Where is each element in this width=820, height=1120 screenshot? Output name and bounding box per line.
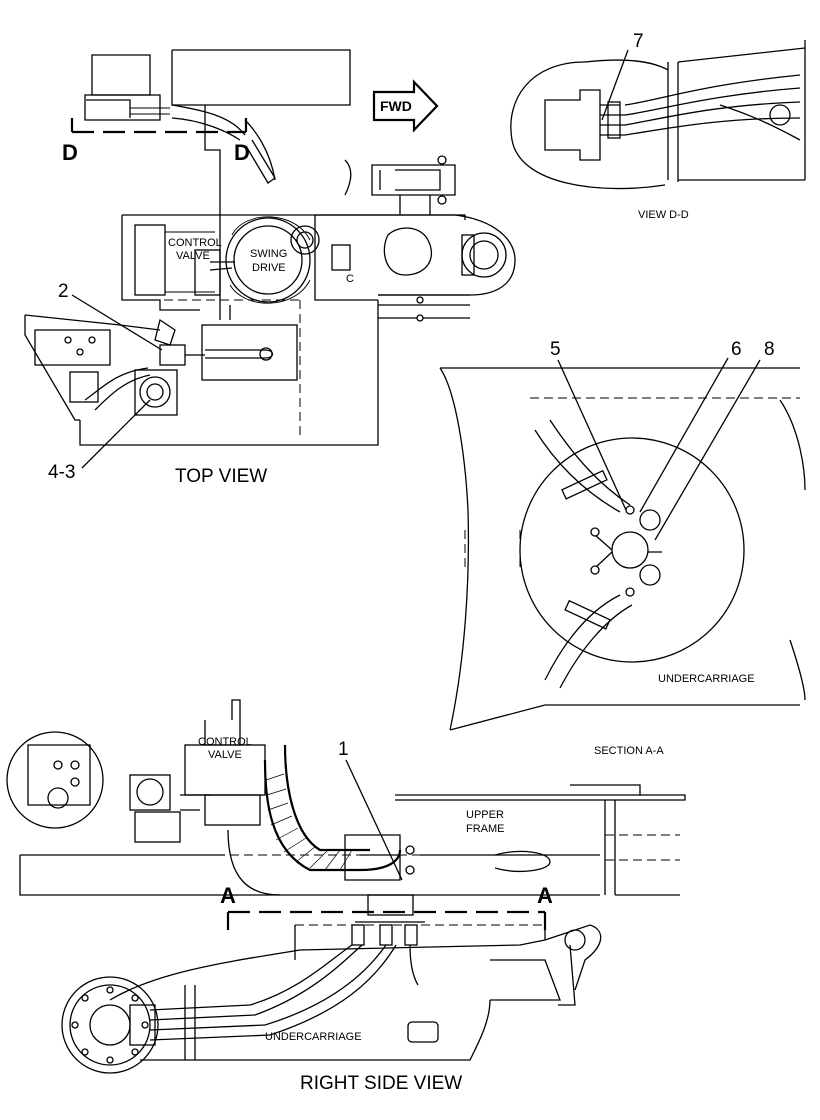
section-marker-a-left: A — [220, 883, 236, 908]
section-aa: 5 6 8 UNDERCARRIAGE SECTION A-A — [439, 339, 806, 757]
callout-5: 5 — [550, 339, 561, 360]
control-valve-side-label: CONTROL — [198, 736, 252, 748]
swing-drive-label: SWING — [250, 248, 287, 260]
undercarriage-section-label: UNDERCARRIAGE — [658, 673, 755, 685]
undercarriage-side-label: UNDERCARRIAGE — [265, 1031, 362, 1043]
section-marker-d-left: D — [62, 140, 78, 165]
control-valve-label-2: VALVE — [176, 250, 210, 262]
hose-hatching — [265, 773, 353, 871]
control-valve-side-label-2: VALVE — [208, 749, 242, 761]
callout-4-3: 4-3 — [48, 462, 75, 483]
section-marker-d-right: D — [234, 140, 250, 165]
section-marker-a-right: A — [537, 883, 553, 908]
swing-drive-label-2: DRIVE — [252, 262, 286, 274]
fwd-label: FWD — [380, 98, 412, 114]
callout-2: 2 — [58, 281, 69, 302]
section-aa-title: SECTION A-A — [594, 745, 664, 757]
view-dd: 7 VIEW D-D — [510, 31, 806, 221]
top-view: D D FWD SWIN — [24, 49, 516, 487]
callout-1: 1 — [338, 739, 349, 760]
top-c-label: C — [346, 273, 354, 285]
control-valve-label: CONTROL — [168, 237, 222, 249]
view-dd-title: VIEW D-D — [638, 209, 689, 221]
callout-6: 6 — [731, 339, 742, 360]
forward-arrow-icon: FWD — [372, 79, 439, 133]
callout-7: 7 — [633, 31, 644, 52]
upper-frame-label-2: FRAME — [466, 823, 505, 835]
upper-frame-label: UPPER — [466, 809, 504, 821]
callout-8: 8 — [764, 339, 775, 360]
right-side-view: UPPER FRAME CONTROL VALVE 1 A A — [6, 699, 686, 1094]
right-side-view-title: RIGHT SIDE VIEW — [300, 1073, 462, 1094]
top-view-title: TOP VIEW — [175, 466, 267, 487]
